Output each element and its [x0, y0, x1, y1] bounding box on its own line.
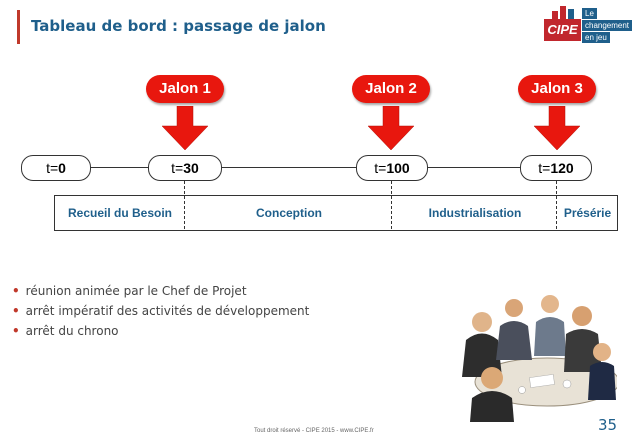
- timeline-t0: t=0: [21, 155, 91, 181]
- meeting-illustration: [462, 295, 617, 422]
- jalon-3-label: Jalon 3: [518, 75, 596, 103]
- bullet-text: arrêt impératif des activités de dévelop…: [25, 304, 310, 318]
- jalon-2: Jalon 2: [352, 75, 430, 103]
- timeline-t120: t=120: [520, 155, 592, 181]
- phase-separator-2: [391, 181, 392, 229]
- jalon-1-arrow-icon: [161, 106, 209, 150]
- jalon-3-arrow-icon: [533, 106, 581, 150]
- timeline-t120-value: 120: [550, 160, 574, 176]
- timeline-t30: t=30: [148, 155, 222, 181]
- jalon-3: Jalon 3: [518, 75, 596, 103]
- bullet-dot-icon: •: [12, 324, 20, 338]
- timeline-line: [90, 167, 550, 168]
- page-title: Tableau de bord : passage de jalon: [31, 17, 326, 35]
- bullet-item: • arrêt impératif des activités de dévelo…: [12, 304, 309, 318]
- timeline-t30-value: 30: [183, 160, 199, 176]
- title-accent-bar: [17, 10, 20, 44]
- bullet-dot-icon: •: [12, 284, 20, 298]
- jalon-1: Jalon 1: [146, 75, 224, 103]
- bullet-dot-icon: •: [12, 304, 20, 318]
- phase-preserie: Présérie: [563, 206, 612, 220]
- phase-conception: Conception: [256, 206, 322, 220]
- logo-tagline-1: Le: [582, 8, 597, 19]
- bullet-text: réunion animée par le Chef de Projet: [25, 284, 247, 298]
- logo-tagline-3: en jeu: [582, 32, 610, 43]
- phase-bar: Recueil du Besoin Conception Industriali…: [54, 195, 618, 231]
- phase-separator-1: [184, 181, 185, 229]
- cipe-logo: CIPE Le changement en jeu: [544, 6, 633, 44]
- jalon-2-label: Jalon 2: [352, 75, 430, 103]
- phase-recueil: Recueil du Besoin: [67, 206, 173, 220]
- page-number: 35: [598, 416, 618, 434]
- timeline-t30-prefix: t=: [171, 160, 184, 176]
- timeline-t0-value: 0: [58, 160, 66, 176]
- jalon-1-label: Jalon 1: [146, 75, 224, 103]
- logo-mark-icon: [552, 6, 574, 19]
- logo-brand: CIPE: [544, 19, 581, 41]
- timeline-t100-value: 100: [386, 160, 410, 176]
- phase-separator-3: [556, 181, 557, 229]
- footer-copyright: Tout droit réservé - CIPE 2015 - www.CIP…: [254, 428, 374, 434]
- timeline-t120-prefix: t=: [538, 160, 551, 176]
- timeline-t100-prefix: t=: [374, 160, 387, 176]
- bullet-text: arrêt du chrono: [25, 324, 119, 338]
- phase-industrialisation: Industrialisation: [428, 206, 522, 220]
- bullet-item: • arrêt du chrono: [12, 324, 119, 338]
- timeline-t100: t=100: [356, 155, 428, 181]
- jalon-2-arrow-icon: [367, 106, 415, 150]
- logo-tagline-2: changement: [582, 20, 633, 31]
- bullet-item: • réunion animée par le Chef de Projet: [12, 284, 247, 298]
- timeline-t0-prefix: t=: [46, 160, 59, 176]
